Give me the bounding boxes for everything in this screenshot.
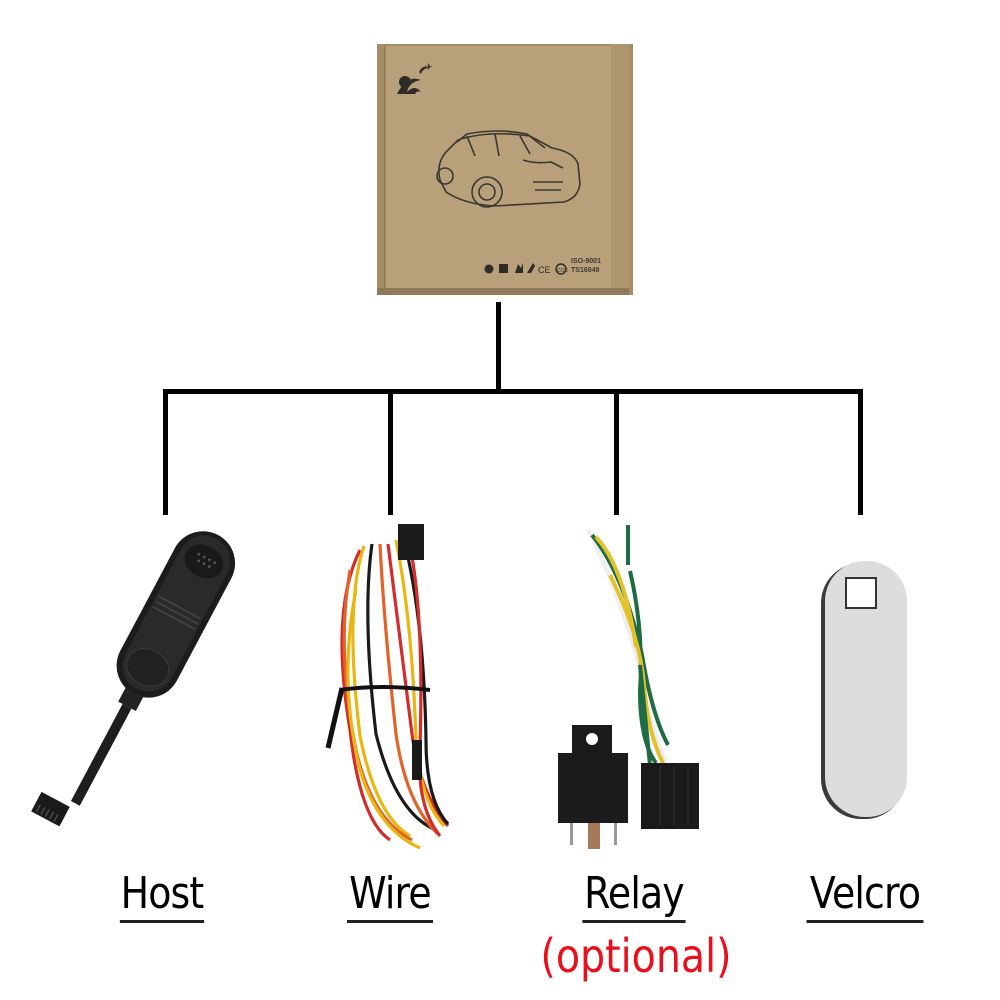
box-illustration: ✈ CE CCC — [377, 44, 633, 295]
relay-icon — [558, 525, 699, 849]
certification-icons: CE CCC — [484, 263, 568, 275]
wire-bundle-icon — [325, 524, 450, 850]
gps-tracker-icon — [31, 531, 236, 827]
connector-trunk — [496, 302, 501, 394]
relay-optional-note: (optional) — [540, 929, 732, 983]
cert-ts: TS16949 — [571, 267, 600, 274]
car-illustration-icon — [436, 130, 581, 208]
ce-mark: CE — [538, 265, 551, 275]
label-host: Host — [119, 872, 204, 923]
connector-drop-velcro — [858, 389, 863, 515]
label-relay: Relay — [582, 872, 686, 923]
svg-text:CCC: CCC — [557, 268, 568, 274]
connector-drop-wire — [388, 389, 393, 515]
velcro-icon — [821, 561, 907, 819]
relay-set — [530, 515, 710, 860]
brand-logo-icon: ✈ — [397, 63, 433, 94]
connector-bar — [163, 389, 863, 394]
wire-harness — [320, 510, 460, 850]
connector-drop-host — [163, 389, 168, 515]
label-wire: Wire — [347, 872, 433, 923]
product-box: ✈ CE CCC ISO-9001 TS16949 — [375, 42, 635, 297]
label-velcro: Velcro — [806, 872, 924, 923]
host-device — [30, 510, 250, 840]
svg-text:✈: ✈ — [425, 63, 433, 73]
connector-drop-relay — [614, 389, 619, 515]
cert-iso: ISO-9001 — [571, 258, 601, 265]
velcro-pad — [815, 555, 915, 825]
